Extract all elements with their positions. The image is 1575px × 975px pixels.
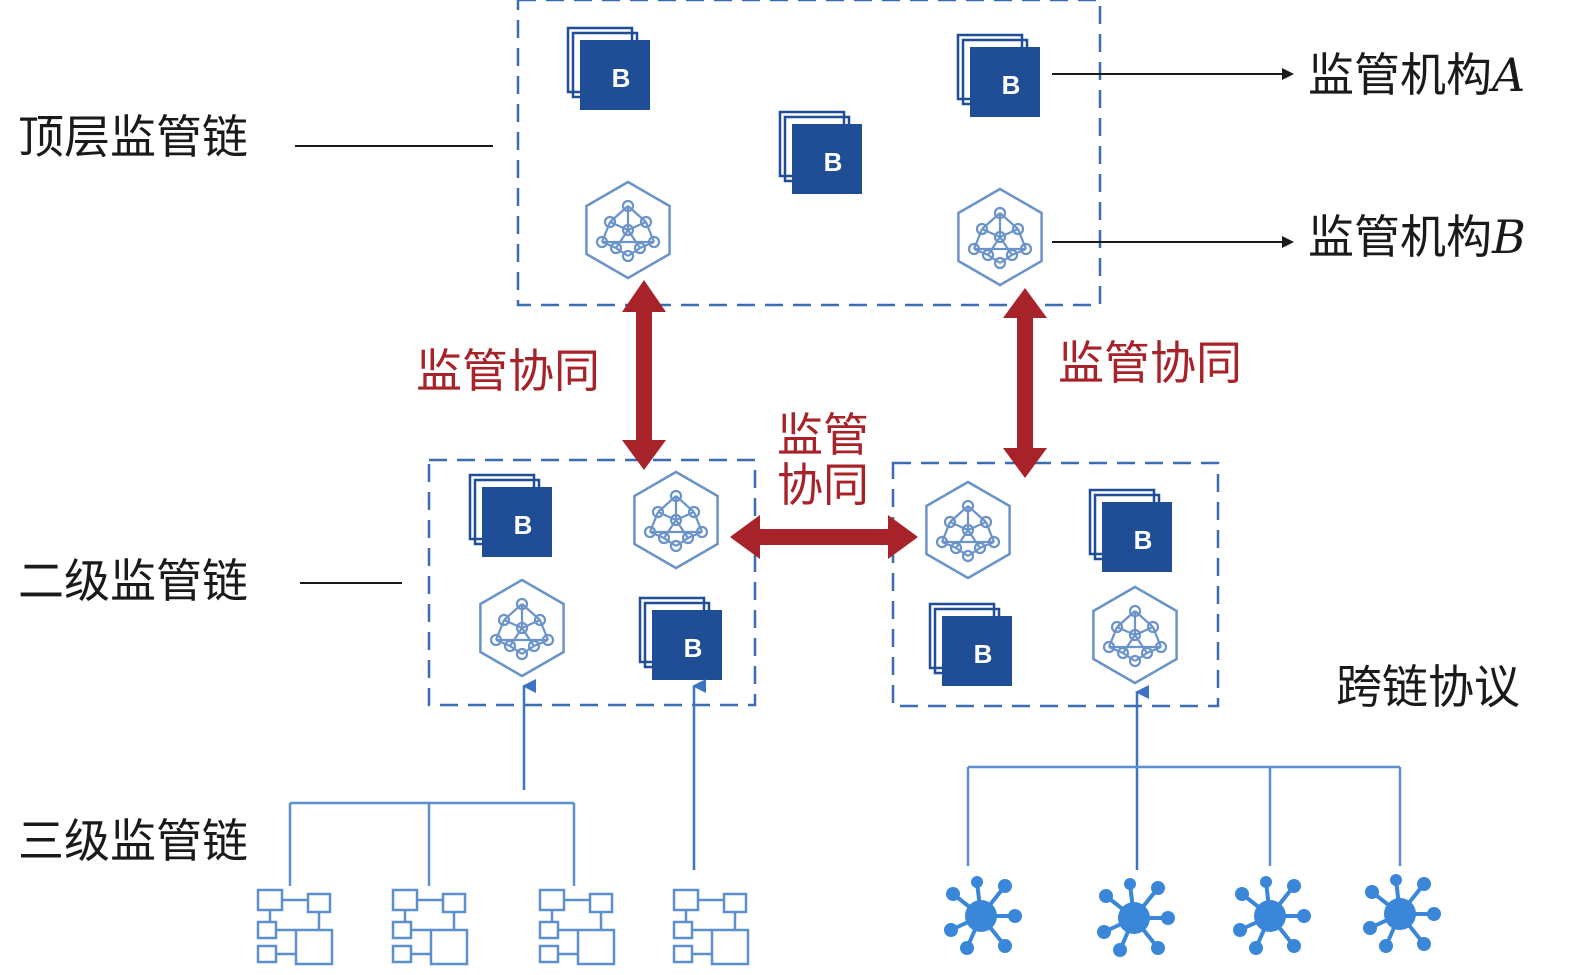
star-network-icon (1095, 876, 1177, 959)
network-topology-icon (256, 888, 334, 966)
network-topology-icon (391, 888, 469, 966)
collab-label-middle-line2: 协同 (777, 458, 869, 512)
agency-a-label: 监管机构A (1308, 48, 1526, 102)
block-letter: B (612, 63, 631, 93)
star-network-icon (1231, 874, 1313, 957)
collab-label-left: 监管协同 (416, 344, 600, 398)
collab-label-right: 监管协同 (1058, 336, 1242, 390)
blockchain-block-icon (956, 33, 1042, 119)
blockchain-block-icon (928, 602, 1014, 688)
third-chain-label: 三级监管链 (18, 814, 248, 868)
block-letter: B (824, 147, 843, 177)
block-letter: B (1002, 70, 1021, 100)
block-letter: B (974, 639, 993, 669)
top-chain-box (516, 0, 1102, 307)
third-level-right-bracket (966, 765, 1402, 866)
blockchain-block-icon (468, 473, 554, 559)
top-chain-label: 顶层监管链 (18, 110, 248, 164)
second-chain-label: 二级监管链 (18, 554, 248, 608)
collab-arrow-left (622, 280, 666, 470)
block-letter: B (1134, 525, 1153, 555)
block-letter: B (514, 510, 533, 540)
second-chain-right-box (891, 461, 1220, 708)
collab-label-middle-line1: 监管 (777, 408, 869, 462)
third-level-left-bracket (288, 801, 576, 886)
hexagon-network-hub-icon (476, 578, 565, 678)
network-topology-icon (672, 888, 750, 966)
star-network-icon (1361, 872, 1443, 955)
block-letter: B (684, 633, 703, 663)
agency-b-label: 监管机构B (1308, 210, 1526, 264)
hexagon-network-hub-icon (922, 480, 1011, 580)
blockchain-block-icon (638, 596, 724, 682)
blockchain-block-icon (778, 110, 864, 196)
hexagon-network-hub-icon (1089, 585, 1178, 685)
hexagon-network-hub-icon (954, 187, 1043, 287)
cross-chain-protocol-label: 跨链协议 (1336, 660, 1520, 714)
network-topology-icon (538, 888, 616, 966)
second-chain-left-box (427, 458, 757, 707)
star-network-icon (942, 874, 1024, 957)
collab-arrow-right (1003, 288, 1047, 478)
collab-arrow-middle (730, 515, 918, 559)
hexagon-network-hub-icon (630, 470, 719, 570)
blockchain-block-icon (566, 26, 652, 112)
hexagon-network-hub-icon (582, 180, 671, 280)
blockchain-block-icon (1088, 488, 1174, 574)
